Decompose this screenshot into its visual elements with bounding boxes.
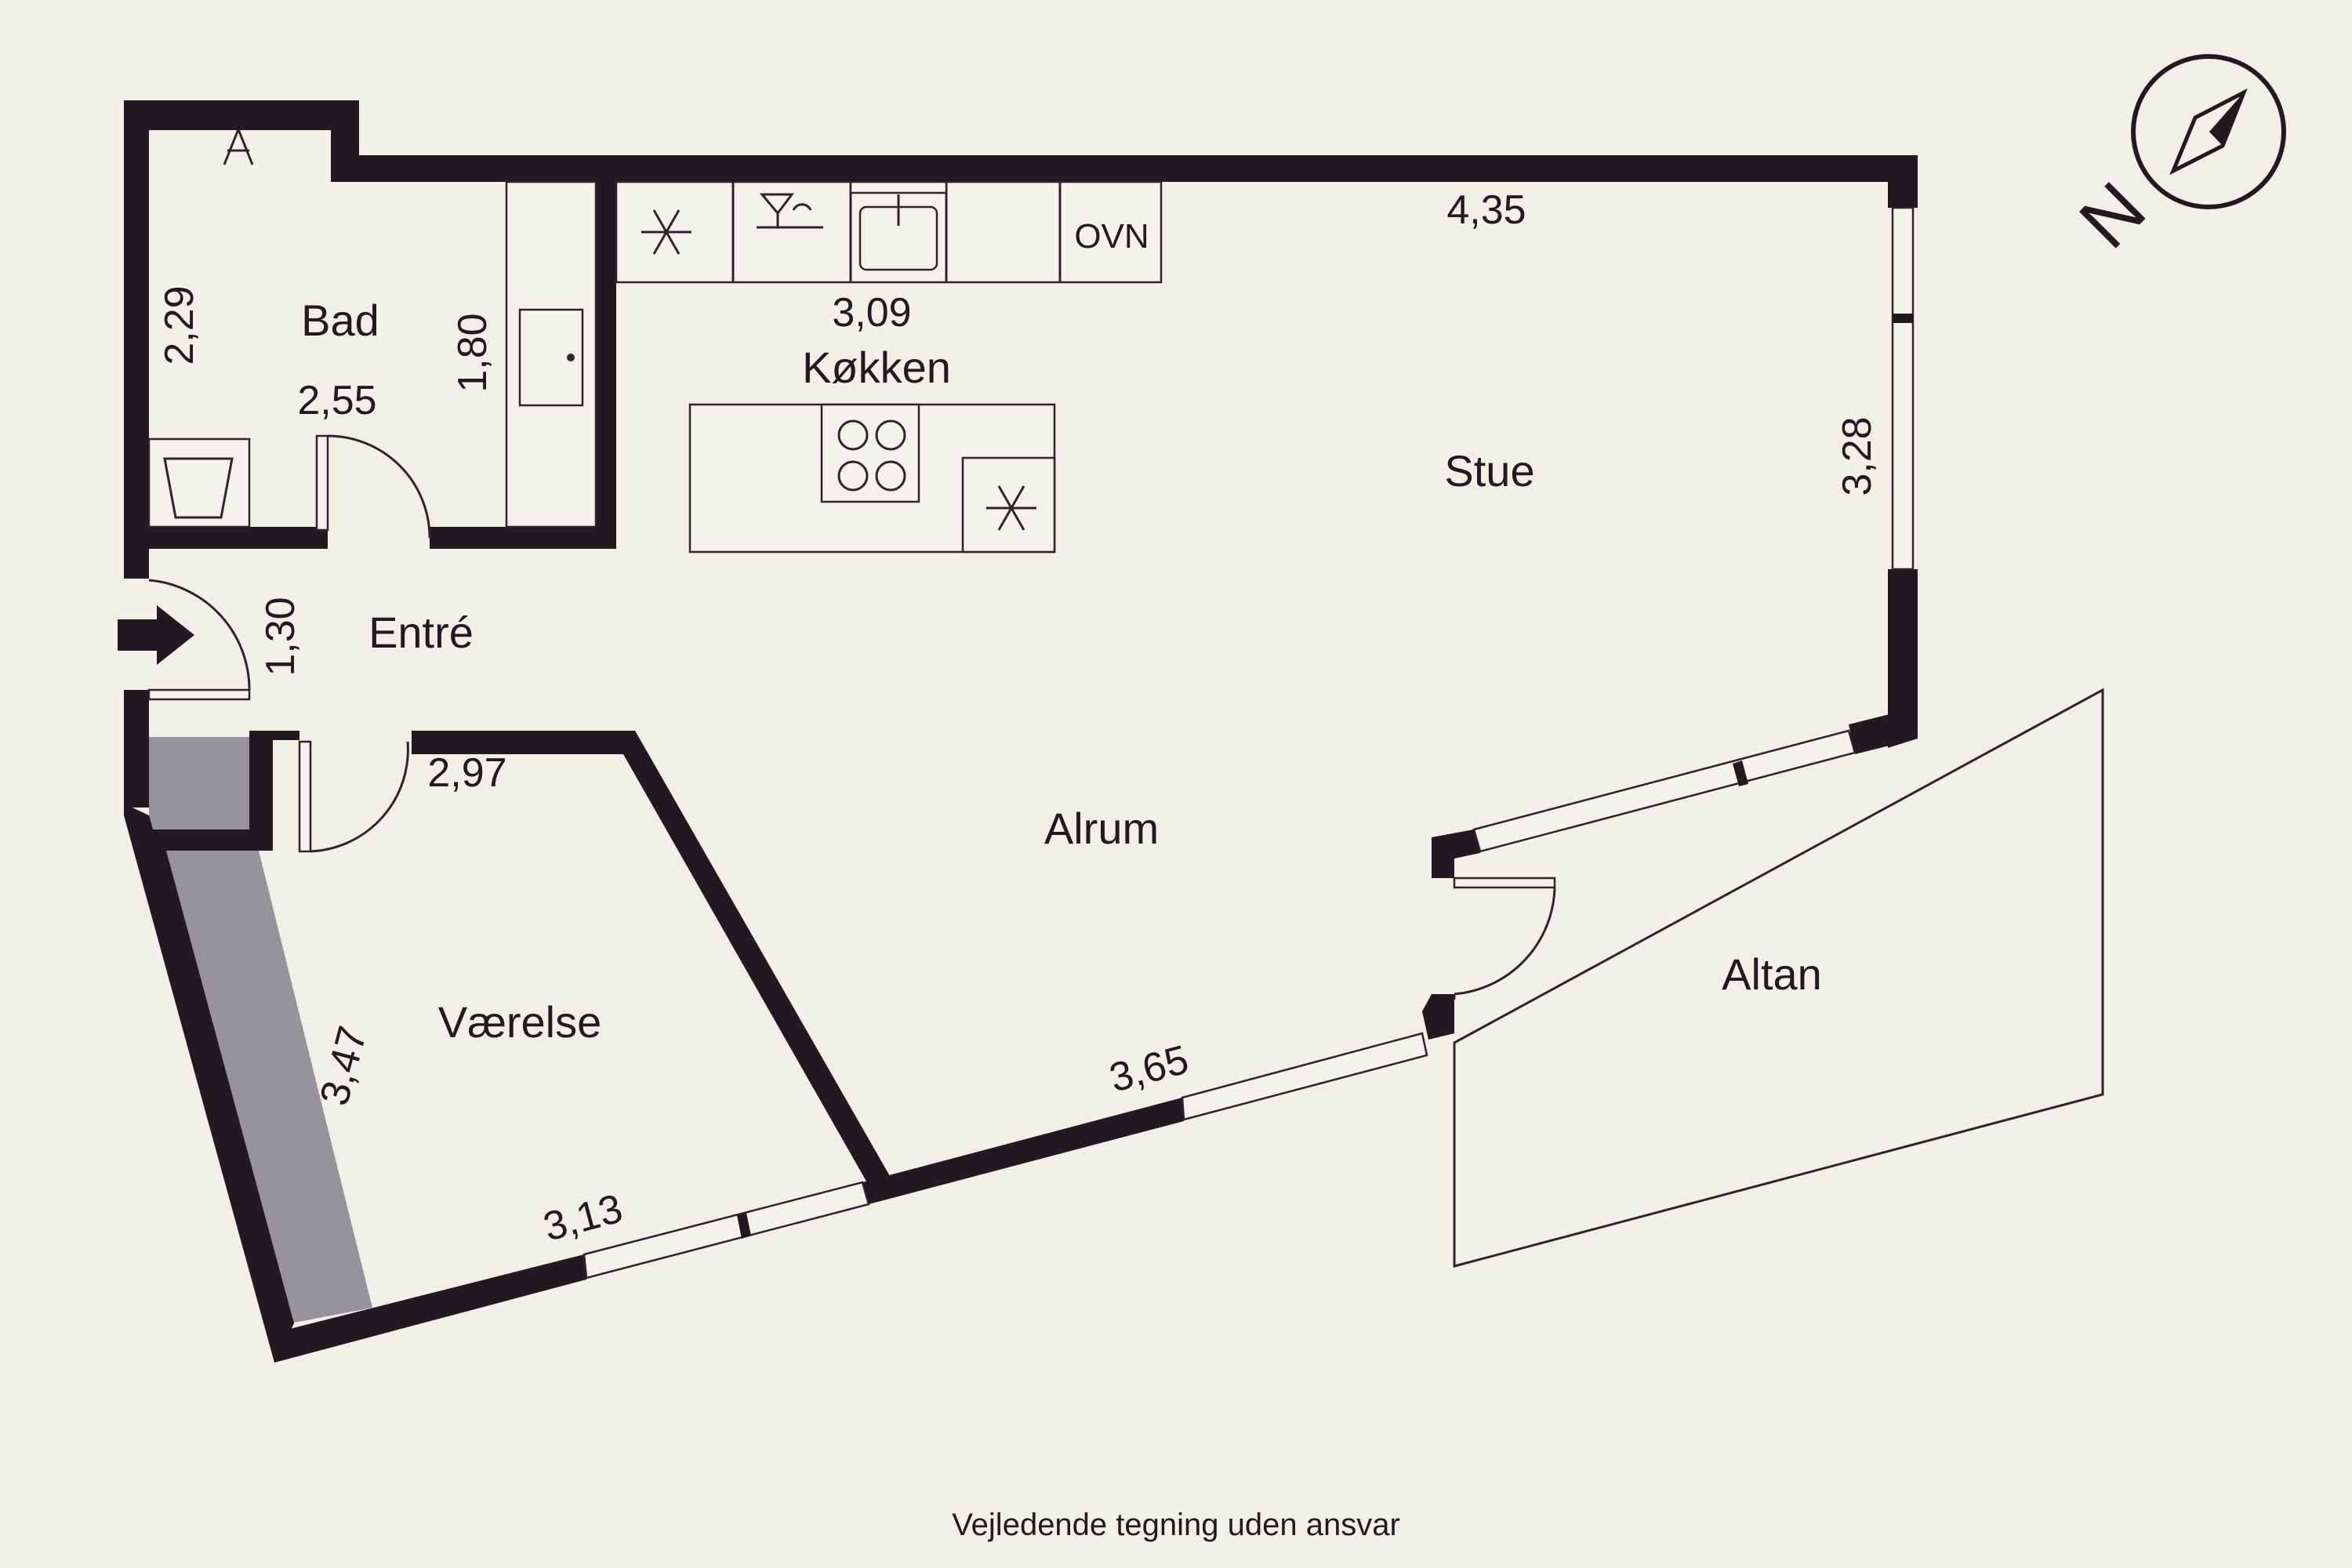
dim-vaerelse-side: 3,47 — [311, 1022, 376, 1110]
kitchen-counter — [615, 180, 1163, 284]
room-vaerelse-label: Værelse — [438, 997, 602, 1047]
room-kokken-label: Køkken — [802, 343, 951, 392]
dim-stue-height: 3,28 — [1835, 416, 1880, 495]
balcony — [1453, 688, 2104, 1268]
entrance-arrow-icon — [118, 605, 194, 665]
dishwasher-icon — [757, 193, 823, 229]
dim-bad-inner: 1,80 — [450, 313, 495, 392]
room-alrum-label: Alrum — [1044, 804, 1159, 853]
shower-icon — [223, 129, 254, 165]
dim-entre-width: 1,30 — [258, 597, 303, 676]
compass-north-label: N — [2063, 166, 2161, 264]
kitchen-island — [688, 403, 1056, 554]
room-bad-label: Bad — [301, 296, 379, 345]
oven-label: OVN — [1074, 217, 1149, 256]
freezer-icon — [641, 209, 691, 255]
dim-stue-width: 4,35 — [1446, 187, 1526, 233]
dim-alrum-bottom: 3,65 — [1105, 1036, 1193, 1101]
dim-bad-height: 2,29 — [157, 285, 202, 365]
dim-vaerelse-top: 2,97 — [427, 750, 506, 796]
room-stue-label: Stue — [1444, 446, 1534, 495]
disclaimer-text: Vejledende tegning uden ansvar — [952, 1508, 1400, 1542]
compass-icon — [2131, 54, 2286, 209]
dim-bad-width: 2,55 — [297, 378, 376, 423]
room-entre-label: Entré — [368, 608, 474, 657]
fridge-icon — [986, 485, 1036, 531]
wardrobe — [149, 737, 372, 1323]
doors — [147, 434, 1556, 1000]
bathroom-fixtures — [147, 129, 597, 528]
windows — [583, 206, 1915, 1279]
dim-vaerelse-bottom: 3,13 — [539, 1185, 627, 1250]
dim-kokken-width: 3,09 — [832, 290, 911, 336]
room-altan-label: Altan — [1722, 949, 1822, 999]
walls — [124, 100, 1918, 1363]
